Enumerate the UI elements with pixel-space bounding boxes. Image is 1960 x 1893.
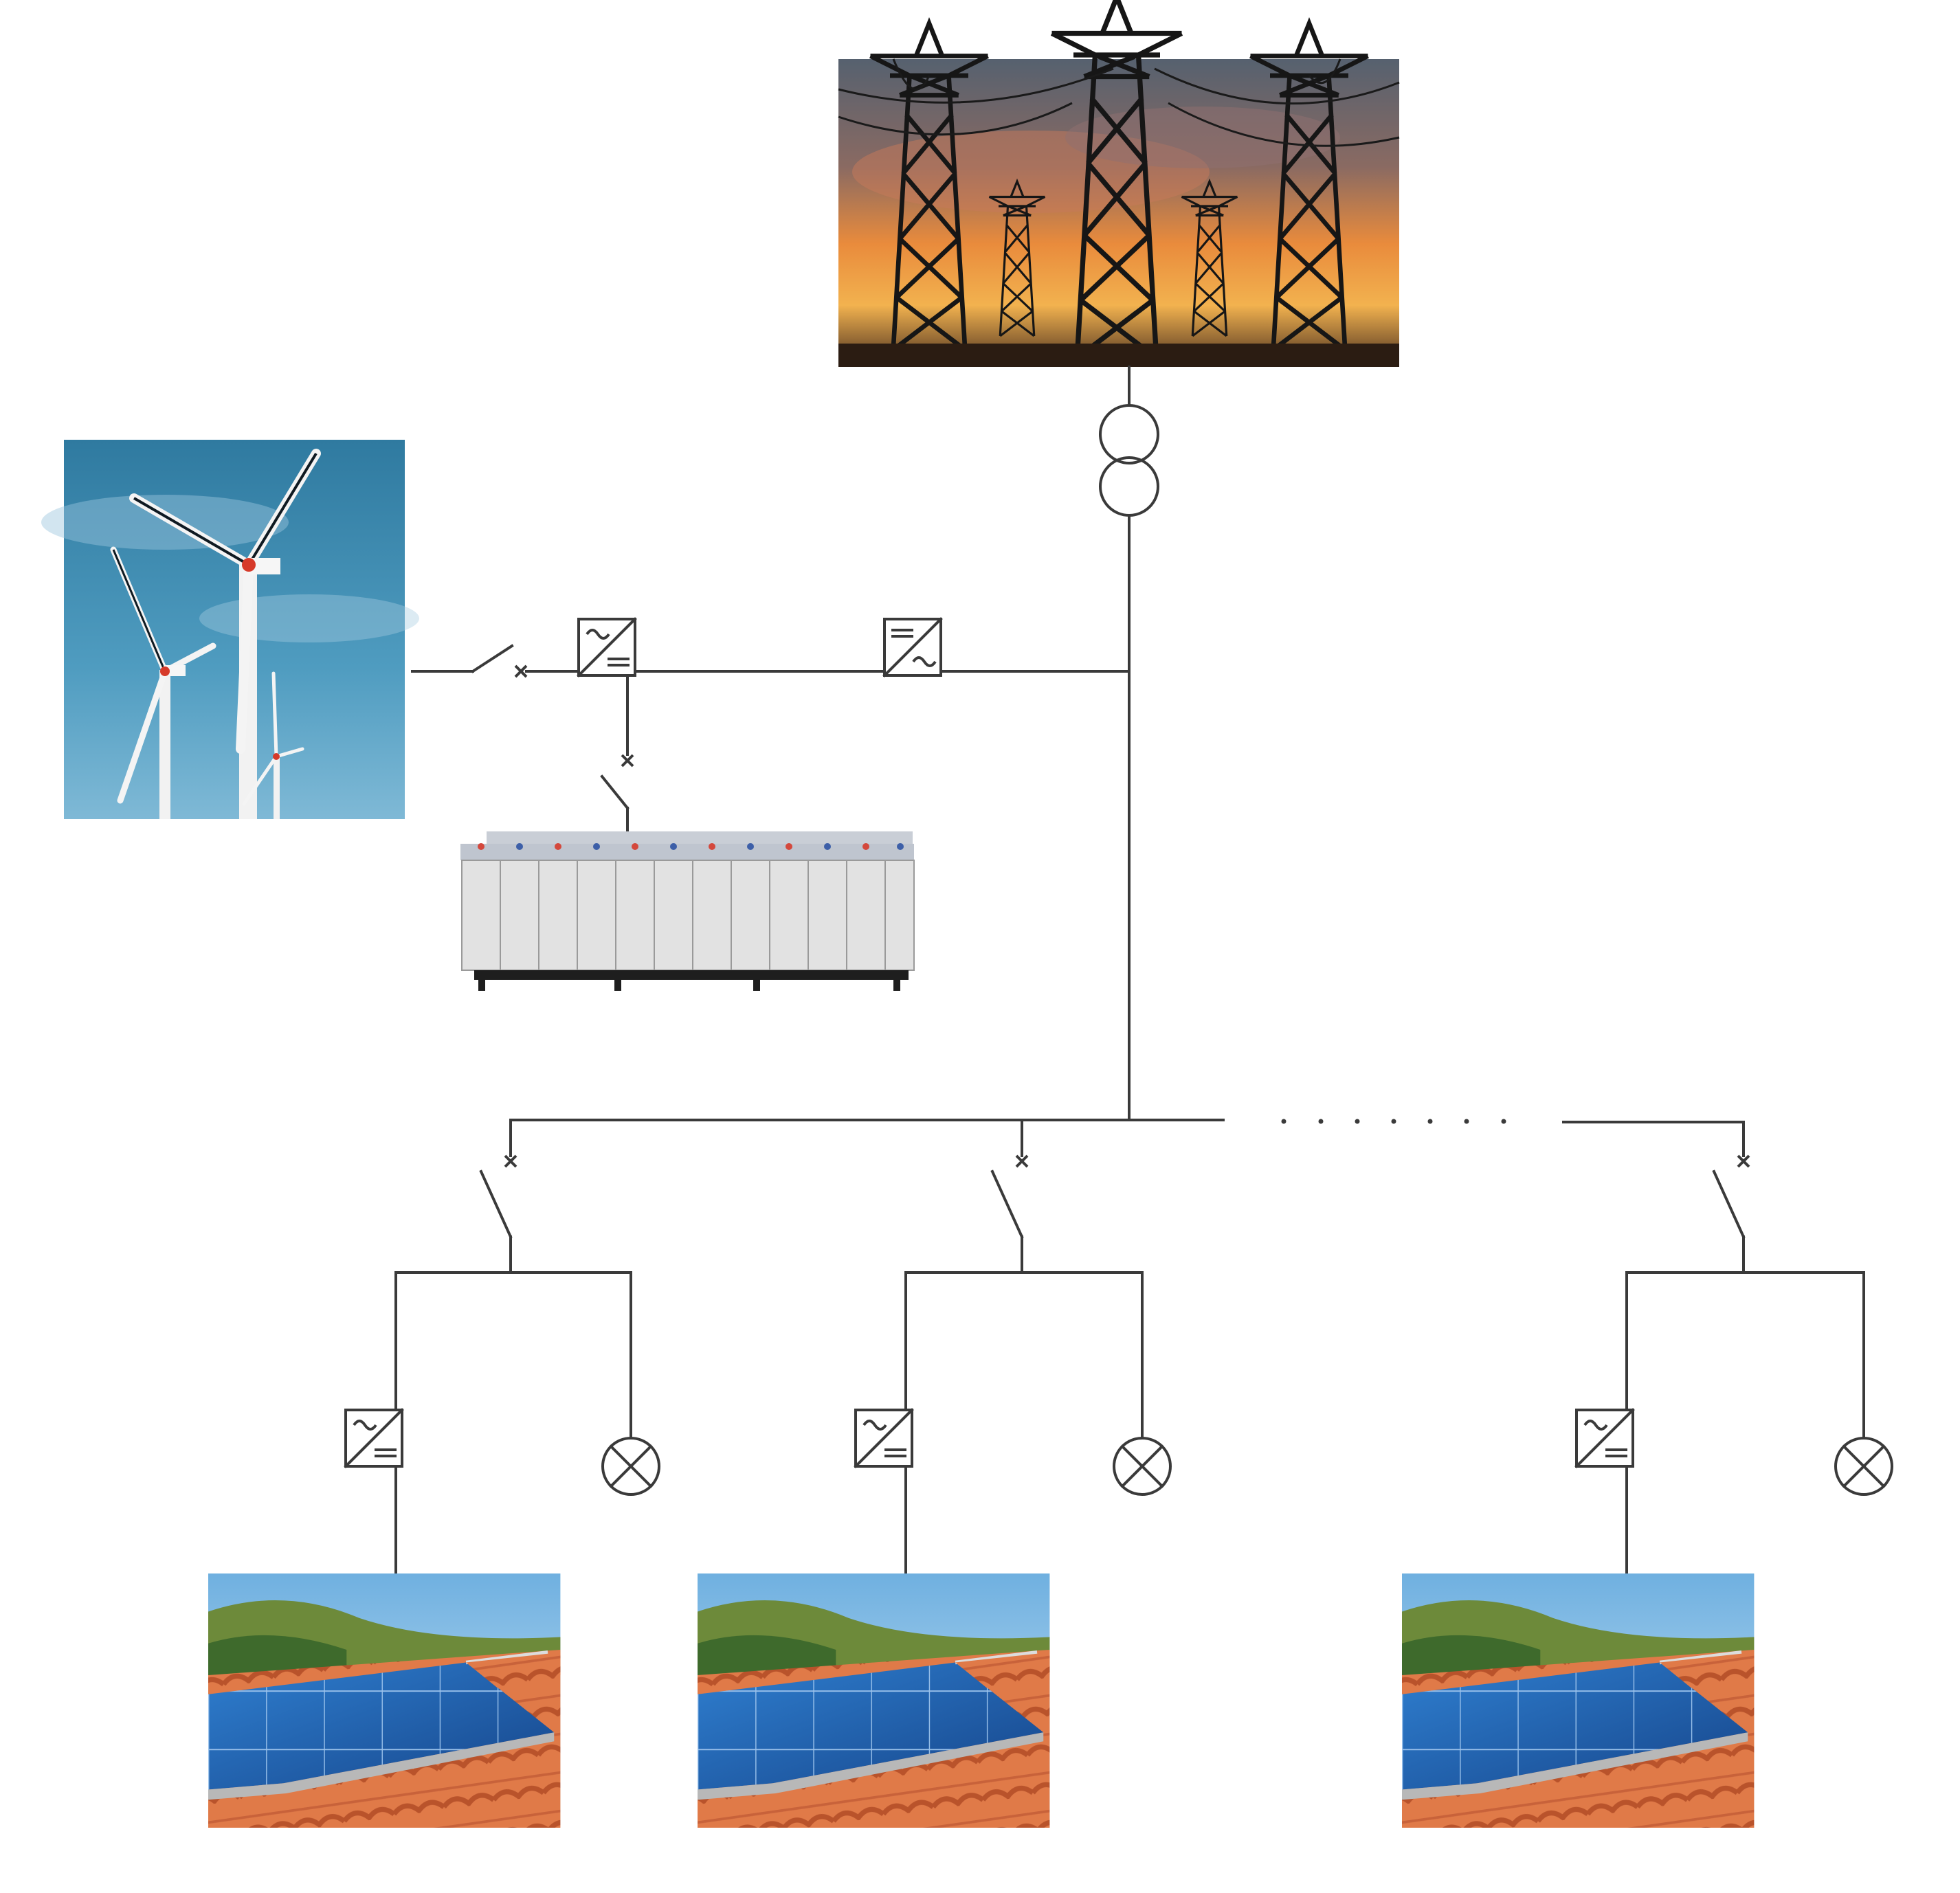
feeder-n bbox=[1402, 1121, 1893, 1828]
feeder-2 bbox=[698, 1119, 1172, 1828]
feeder-2-solar-photo bbox=[698, 1573, 1049, 1828]
wind-feeder-line bbox=[411, 644, 580, 678]
battery-bank-photo bbox=[460, 831, 915, 991]
feeder-n-converter bbox=[1575, 1409, 1634, 1468]
main-transformer-symbol bbox=[1099, 366, 1159, 1121]
grid-photo bbox=[838, 0, 1400, 367]
feeder-n-solar-photo bbox=[1402, 1573, 1754, 1828]
inverter-symbol bbox=[883, 618, 942, 677]
feeder-2-converter bbox=[854, 1409, 913, 1468]
feeder-1-circuit-breaker bbox=[479, 1119, 517, 1274]
feeder-1 bbox=[208, 1119, 660, 1828]
bus-continuation-dots bbox=[1281, 1119, 1506, 1124]
transmission-towers bbox=[838, 0, 1400, 367]
battery-circuit-breaker bbox=[600, 674, 634, 836]
wind-turbines-photo bbox=[41, 440, 419, 819]
feeder-2-circuit-breaker bbox=[990, 1119, 1029, 1274]
feeder-n-circuit-breaker bbox=[1712, 1121, 1750, 1274]
feeder-1-load-lamp-icon bbox=[601, 1437, 660, 1496]
rectifier-symbol bbox=[577, 618, 636, 677]
feeder-n-load-lamp-icon bbox=[1834, 1437, 1893, 1496]
feeder-1-converter bbox=[344, 1409, 403, 1468]
feeder-2-load-lamp-icon bbox=[1113, 1437, 1172, 1496]
distribution-bus bbox=[509, 1119, 1745, 1123]
feeder-1-solar-photo bbox=[208, 1573, 560, 1828]
